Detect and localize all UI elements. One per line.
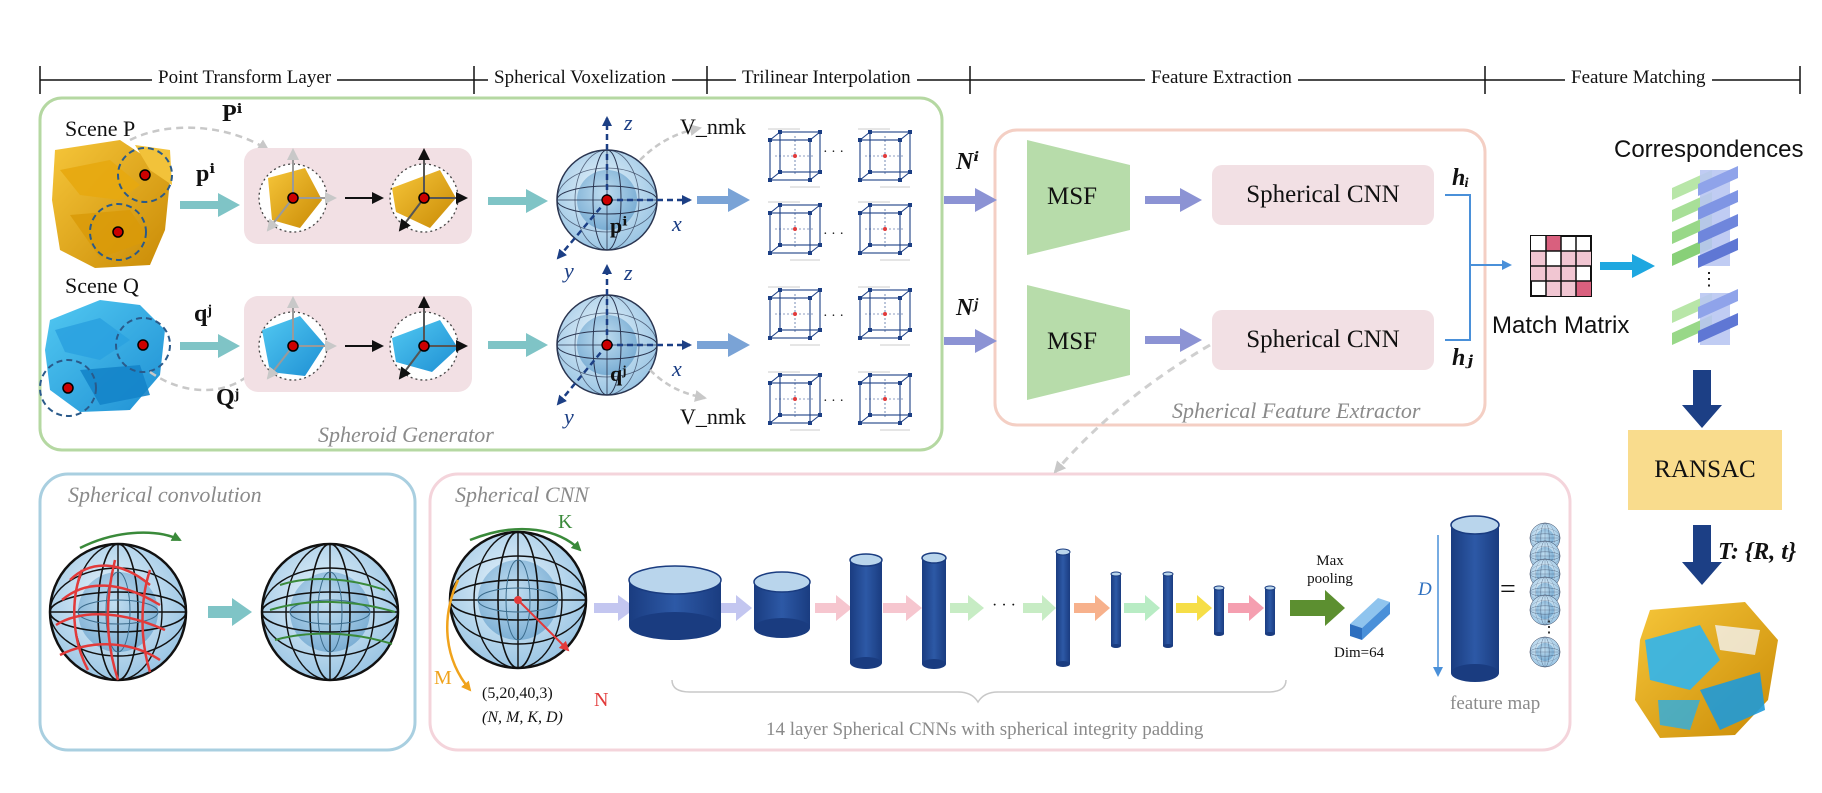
- layers-ellipsis: · · ·: [992, 597, 1016, 614]
- spherical-cnn-block-1: [1212, 165, 1434, 225]
- scene-p-point-cloud: [52, 140, 173, 268]
- spheroid-generator-label: Spheroid Generator: [318, 422, 494, 447]
- spherical-feature-extractor-label: Spherical Feature Extractor: [1172, 398, 1421, 423]
- label-Q-j: Qʲ: [216, 385, 240, 411]
- msf-label-2: MSF: [1046, 328, 1098, 355]
- max-pooling-label: Max pooling: [1307, 553, 1353, 587]
- center-q-label: qʲ: [610, 361, 627, 386]
- patch-p-transformed: [389, 148, 468, 233]
- stage-point-transform: Point Transform Layer: [152, 68, 338, 87]
- vnmk-top-label: V_nmk: [680, 114, 746, 139]
- spherical-cnn-block-2: [1212, 310, 1434, 370]
- voxel-sphere-p: [556, 116, 692, 260]
- cnn-layer-cylinders: [628, 548, 1276, 669]
- feature-map-cylinder: [1450, 515, 1500, 682]
- label-h-j: hⱼ: [1452, 345, 1473, 371]
- patch-q-transformed: [389, 296, 468, 381]
- spherical-cnn-label-1: Spherical CNN: [1246, 181, 1400, 208]
- grid-dots-2: · · ·: [823, 227, 844, 242]
- registration-result: [1635, 602, 1778, 738]
- label-N: N: [594, 689, 609, 711]
- spherical-cnn-label-2: Spherical CNN: [1246, 326, 1400, 353]
- match-matrix-label: Match Matrix: [1492, 312, 1630, 339]
- spherical-convolution-panel: [38, 472, 417, 752]
- axis-y-top: y: [564, 258, 574, 283]
- layer-arrows: [594, 590, 1345, 626]
- grid-dots-4: · · ·: [823, 394, 844, 409]
- voxel-sphere-q: [556, 264, 692, 406]
- spherical-cnn-panel-label: Spherical CNN: [455, 482, 589, 507]
- stage-spherical-voxelization: Spherical Voxelization: [488, 68, 672, 87]
- stage-feature-extraction: Feature Extraction: [1145, 68, 1298, 87]
- axis-x-top: x: [672, 211, 682, 236]
- label-h-i: hᵢ: [1452, 165, 1470, 191]
- label-N-i: Nⁱ: [956, 149, 980, 175]
- label-q-j: qʲ: [194, 301, 212, 327]
- spheroid-generator-panel: [38, 96, 944, 452]
- vnmk-bottom-label: V_nmk: [680, 404, 746, 429]
- scene-q-label: Scene Q: [65, 273, 139, 298]
- label-K: K: [558, 511, 573, 533]
- correspondence-bars: [1672, 166, 1738, 345]
- patch-p-original: [258, 148, 337, 233]
- shape-names: (N, M, K, D): [482, 709, 563, 726]
- grid-dots-3: · · ·: [823, 309, 844, 324]
- axis-x-bottom: x: [672, 356, 682, 381]
- shape-values: (5,20,40,3): [482, 685, 553, 702]
- layers-brace: [671, 679, 1287, 704]
- msf-label-1: MSF: [1046, 183, 1098, 210]
- grid-dots-1: · · ·: [823, 145, 844, 160]
- stage-trilinear-interpolation: Trilinear Interpolation: [736, 68, 917, 87]
- scene-q-point-cloud: [39, 300, 171, 417]
- correspondences-label: Correspondences: [1614, 136, 1804, 163]
- match-matrix-grid: [1530, 235, 1592, 297]
- ransac-label: RANSAC: [1654, 456, 1756, 483]
- conv-sphere-2: [260, 542, 400, 682]
- patch-q-original: [258, 296, 337, 381]
- axis-z-top: z: [624, 110, 633, 135]
- label-N-j: Nʲ: [956, 295, 978, 321]
- dim-label: Dim=64: [1334, 645, 1385, 661]
- spherical-feature-extractor-panel: [993, 128, 1487, 427]
- stage-feature-matching: Feature Matching: [1565, 68, 1712, 87]
- spherical-convolution-label: Spherical convolution: [68, 482, 262, 507]
- correspondence-vdots: ⋮: [1700, 269, 1718, 289]
- center-p-label: pⁱ: [610, 213, 628, 238]
- dim-64-vector: [1350, 598, 1390, 640]
- transform-label: T: {R, t}: [1718, 539, 1797, 565]
- scene-p-label: Scene P: [65, 116, 136, 141]
- feature-map-spheres: [1529, 522, 1561, 668]
- axis-z-bottom: z: [624, 260, 633, 285]
- cnn-input-sphere: [446, 527, 588, 692]
- ransac-block: [1628, 430, 1782, 510]
- spherical-cnn-panel: [428, 472, 1572, 752]
- arrow-cyan-q: [180, 334, 240, 358]
- equals-sign: =: [1500, 574, 1516, 605]
- label-P-i: Pⁱ: [222, 101, 243, 127]
- conv-sphere-1: [48, 531, 188, 682]
- msf-block-1: [1027, 140, 1130, 255]
- msf-block-2: [1027, 285, 1130, 400]
- feature-map-vdots: ⋮: [1541, 619, 1557, 636]
- axis-y-bottom: y: [564, 404, 574, 429]
- label-M: M: [434, 667, 452, 689]
- layers-note: 14 layer Spherical CNNs with spherical i…: [766, 719, 1204, 740]
- label-p-i: pⁱ: [196, 161, 216, 187]
- label-D: D: [1418, 579, 1432, 600]
- arrow-cyan-p: [180, 193, 240, 217]
- feature-map-label: feature map: [1450, 693, 1541, 714]
